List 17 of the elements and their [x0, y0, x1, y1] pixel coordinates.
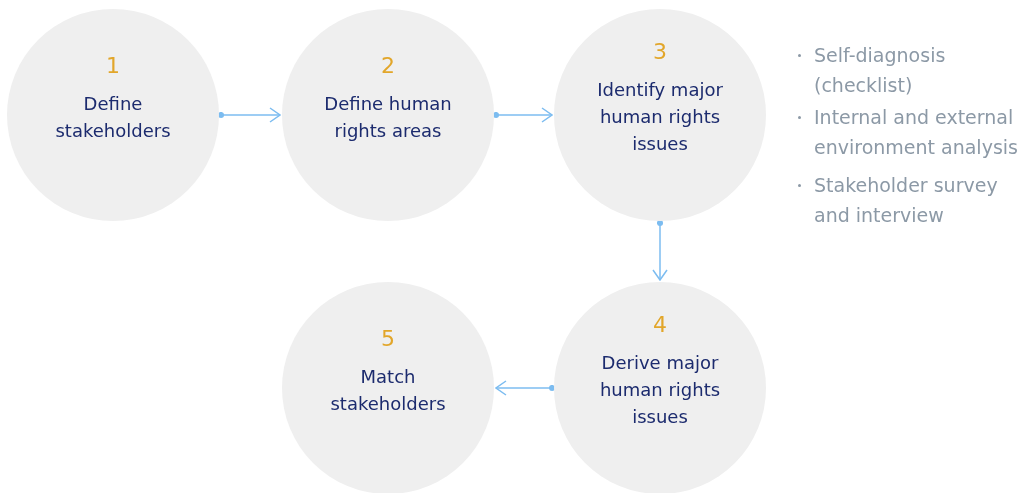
- step-number: 5: [381, 325, 395, 351]
- arrow: [652, 219, 668, 281]
- arrow: [492, 107, 553, 123]
- arrow: [217, 107, 281, 123]
- step-number: 4: [653, 312, 667, 337]
- step-number: 1: [106, 52, 120, 78]
- step-number: 3: [653, 39, 667, 64]
- bullet-text: Self-diagnosis (checklist): [814, 43, 947, 98]
- bullet-text: Internal and external environment analysis: [814, 105, 1019, 160]
- bullet-text: Stakeholder survey and interview: [814, 173, 999, 228]
- step-title: Identify major human rights issues: [596, 78, 724, 156]
- step-title: Match stakeholders: [329, 364, 447, 416]
- arrow: [495, 380, 556, 396]
- step-title: Define human rights areas: [323, 91, 453, 143]
- step-title: Derive major human rights issues: [598, 351, 722, 429]
- step-number: 2: [381, 52, 395, 78]
- step-title: Define stakeholders: [54, 91, 172, 143]
